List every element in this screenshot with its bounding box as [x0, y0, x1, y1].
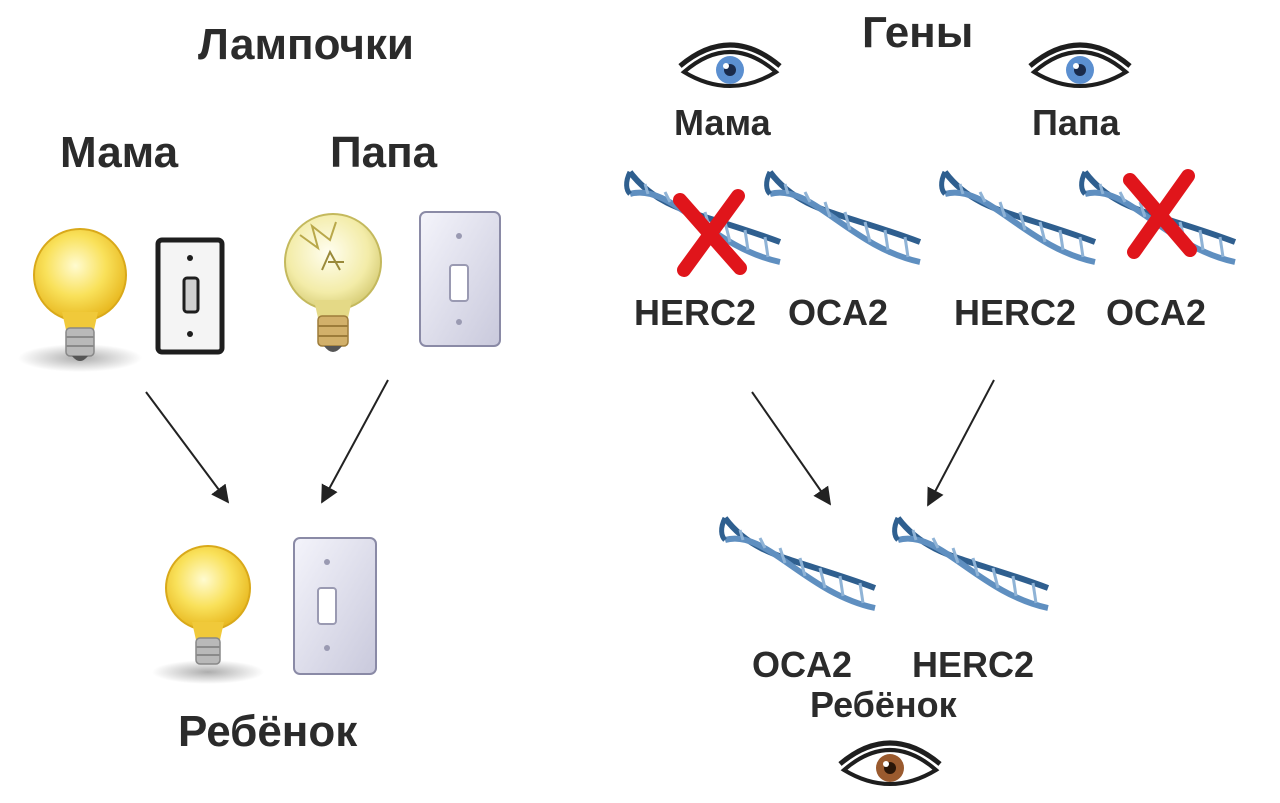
right-panel-title: Гены [862, 8, 974, 57]
mother-blue-eye-icon [680, 45, 780, 86]
right-father-label: Папа [1032, 102, 1120, 143]
left-arrow-father [321, 379, 389, 504]
mother-bulb-icon [18, 228, 142, 372]
right-arrow-mother [751, 391, 832, 506]
left-child-label: Ребёнок [178, 707, 358, 756]
right-mother-label: Мама [674, 102, 771, 143]
father-broken-bulb-icon [284, 213, 382, 352]
mother-oca2-dna-icon [767, 172, 920, 262]
right-child-label: Ребёнок [810, 684, 957, 725]
child-brown-eye-icon [840, 743, 940, 784]
left-father-label: Папа [330, 128, 438, 177]
mother-gene-oca2-label: OCA2 [788, 292, 889, 333]
child-bulb-icon [152, 545, 264, 684]
father-oca2-cross-icon [1123, 169, 1197, 259]
left-mother-label: Мама [60, 128, 179, 177]
father-gene-herc2-label: HERC2 [954, 292, 1077, 333]
left-arrow-mother [145, 391, 230, 504]
left-panel-title: Лампочки [198, 20, 414, 69]
right-arrow-father [927, 379, 995, 507]
father-blue-eye-icon [1030, 45, 1130, 86]
child-gene-herc2-label: HERC2 [912, 644, 1035, 685]
mother-switch-icon [155, 237, 225, 355]
father-switch-icon [419, 211, 501, 347]
child-switch-icon [293, 537, 377, 675]
father-herc2-dna-icon [942, 172, 1095, 262]
child-herc2-dna-icon [895, 518, 1048, 608]
father-gene-oca2-label: OCA2 [1106, 292, 1207, 333]
child-oca2-dna-icon [722, 518, 875, 608]
child-gene-oca2-label: OCA2 [752, 644, 853, 685]
mother-gene-herc2-label: HERC2 [634, 292, 757, 333]
mother-herc2-cross-icon [673, 189, 747, 277]
